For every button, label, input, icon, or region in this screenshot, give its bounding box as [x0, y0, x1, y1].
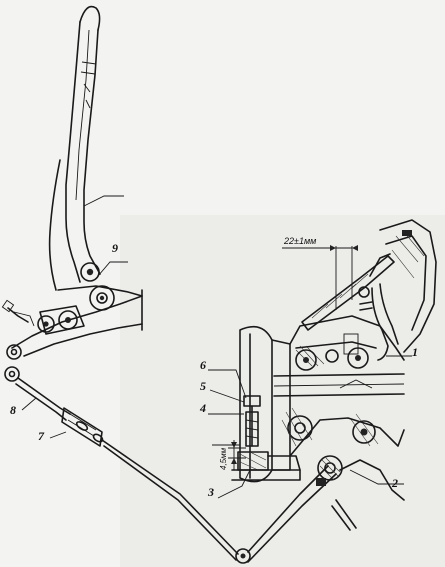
pedal-lever	[48, 5, 124, 291]
pull-rod	[4, 344, 251, 564]
callout-5: 5	[200, 379, 206, 393]
dimension-gap: 22±1мм	[282, 236, 358, 310]
dimension-gap-label: 22±1мм	[283, 236, 316, 246]
callout-2: 2	[391, 476, 398, 490]
callout-9: 9	[112, 241, 118, 255]
release-arm	[247, 455, 343, 563]
pivot-bracket	[1, 262, 143, 357]
dimension-height-label: 4,5мм	[219, 447, 228, 470]
callout-1: 1	[412, 345, 418, 359]
adjuster-assembly	[231, 395, 301, 481]
callout-6: 6	[200, 358, 206, 372]
callout-8: 8	[10, 403, 16, 417]
callout-3: 3	[207, 485, 214, 499]
paper-shade	[120, 215, 445, 567]
callout-7: 7	[38, 429, 45, 443]
callout-4: 4	[199, 401, 206, 415]
leader-lines	[21, 261, 412, 499]
